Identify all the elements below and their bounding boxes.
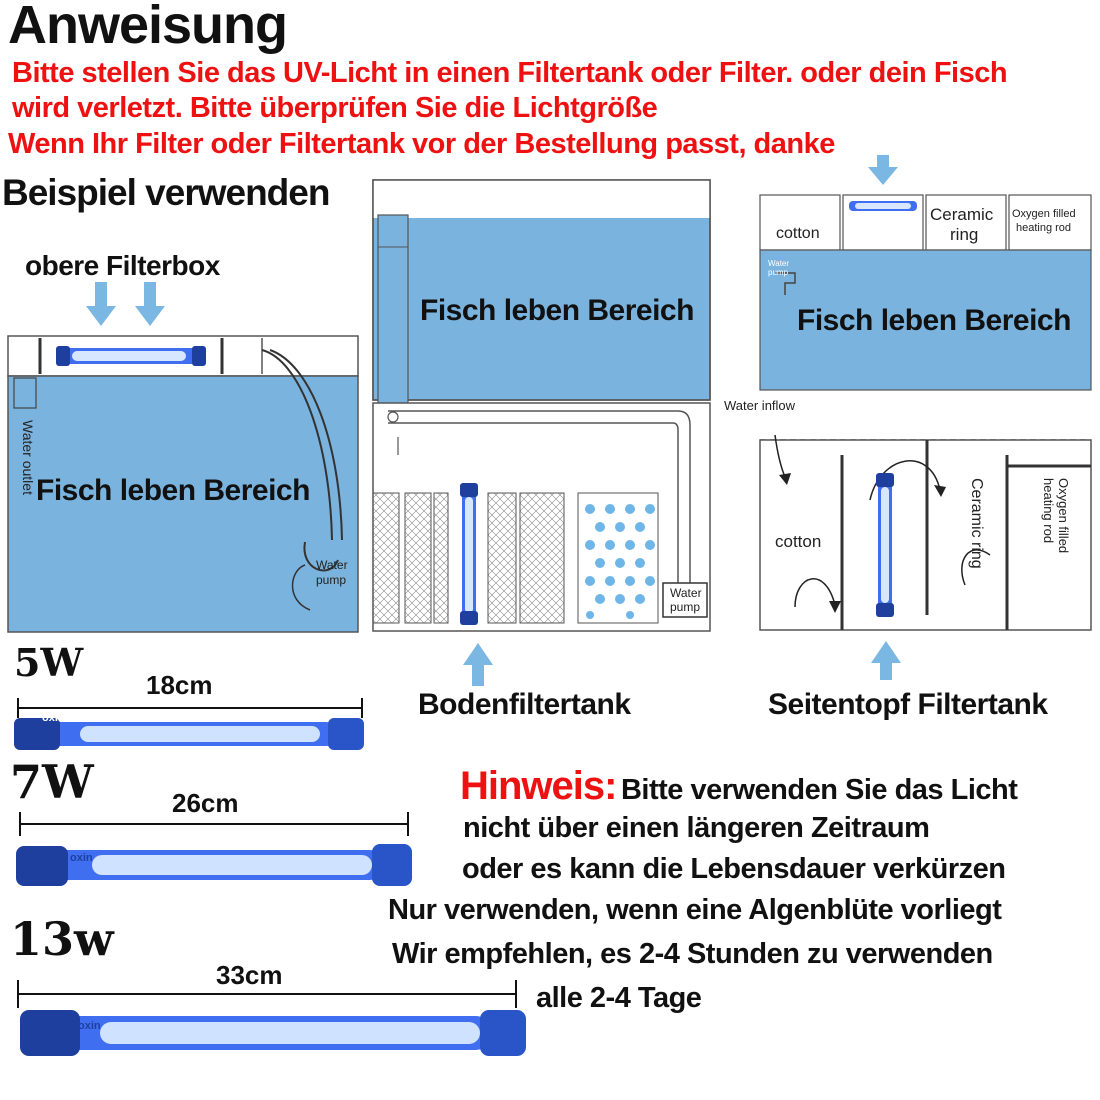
bottom-filter-pump-label-1: Water [670,586,702,600]
note-first-line: Hinweis: Bitte verwenden Sie das Licht [460,764,1018,809]
warning-line-1: Bitte stellen Sie das UV-Licht in einen … [12,57,1008,89]
side-top-heating: heating rod [1016,222,1072,234]
side-ceramic-ring: Ceramic ring [968,478,985,569]
lamp-7w-image [16,812,412,886]
note-line-0: Bitte verwenden Sie das Licht [620,774,1018,806]
side-pump-label-1: Water [768,259,790,268]
lamp-5w-image [14,698,364,750]
note-line-3: Nur verwenden, wenn eine Algenblüte vorl… [388,894,1002,926]
note-line-1: nicht über einen längeren Zeitraum [463,812,930,844]
uv-lamp-icon [876,473,894,617]
example-heading: Beispiel verwenden [2,172,330,213]
side-top-ring: ring [950,225,979,244]
bottom-filter-diagram [372,179,711,686]
lamp-5w-length: 18cm [146,670,213,700]
uv-lamp-icon [849,201,917,211]
down-arrow-icon [868,155,898,185]
down-arrow-icon [86,282,165,326]
page-title: Anweisung [8,0,288,55]
warning-line-2: wird verletzt. Bitte überprüfen Sie die … [12,92,658,124]
lamp-5w-power: 5W [14,640,84,685]
side-filter-fish-area: Fisch leben Bereich [797,304,1071,337]
side-top-ceramic: Ceramic [930,205,994,224]
lamp-13w-power: 13w [10,912,114,966]
up-arrow-icon [871,641,901,680]
note-line-5: alle 2-4 Tage [536,982,702,1014]
top-filter-diagram [7,282,359,633]
side-water-inflow: Water inflow [724,398,796,413]
side-oxygen-rod-2: heating rod [1041,478,1056,544]
top-filter-pump-label-2: pump [316,573,347,587]
side-cotton: cotton [775,532,822,551]
uv-lamp-icon [460,483,478,625]
note-line-4: Wir empfehlen, es 2-4 Stunden zu verwend… [392,938,993,970]
top-filter-label: obere Filterbox [25,250,220,281]
side-pump-label-2: pump [768,268,789,277]
water-outlet-label: Water outlet [20,420,36,495]
lamp-13w-length: 33cm [216,960,283,990]
lamp-7w-length: 26cm [172,788,239,818]
warning-line-3: Wenn Ihr Filter oder Filtertank vor der … [8,128,835,160]
note-label: Hinweis: [460,764,617,808]
up-arrow-icon [463,643,493,686]
top-filter-pump-label-1: Water [316,558,348,572]
bottom-filter-pump-label-2: pump [670,600,701,614]
note-line-2: oder es kann die Lebensdauer verkürzen [462,853,1006,885]
uv-lamp-icon [56,346,206,366]
side-top-cotton: cotton [776,225,820,242]
side-filter-label: Seitentopf Filtertank [768,688,1048,721]
bottom-filter-fish-area: Fisch leben Bereich [420,294,694,327]
side-top-oxygen: Oxygen filled [1012,208,1076,220]
lamp-7w-power: 7W [10,755,94,809]
lamp-7w-brand: oxin [70,852,93,864]
lamp-13w-image [17,980,526,1056]
lamp-5w-brand: oxin [42,712,65,724]
lamp-13w-brand: oxin [78,1020,101,1032]
bottom-filter-label: Bodenfiltertank [418,688,631,721]
top-filter-fish-area: Fisch leben Bereich [36,474,310,507]
side-filter-diagram [759,155,1092,680]
side-oxygen-rod-1: Oxygen filled [1056,478,1071,554]
